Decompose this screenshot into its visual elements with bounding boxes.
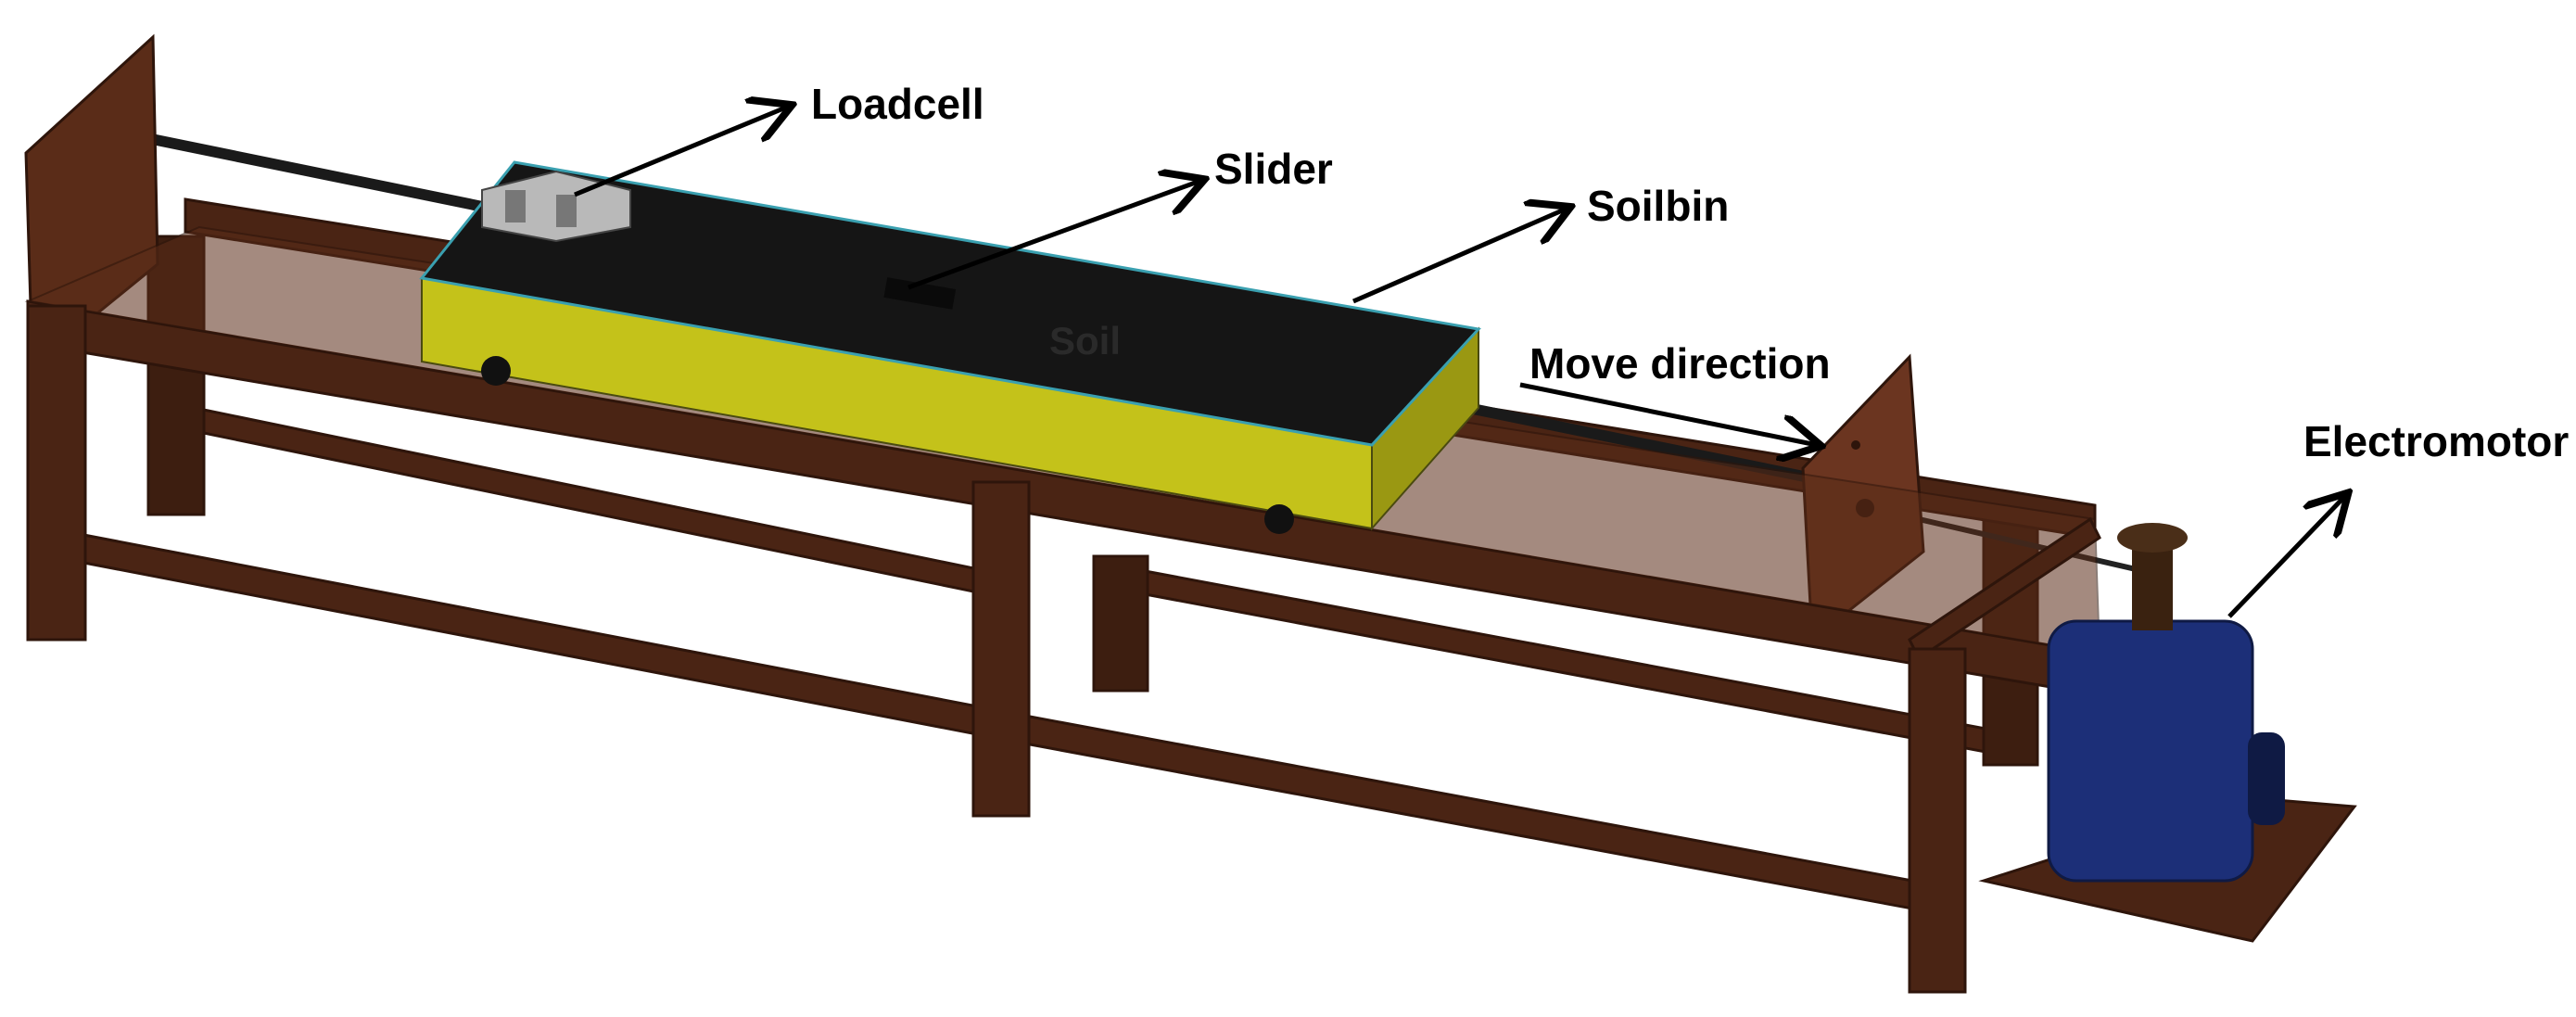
electromotor-arrow	[2227, 496, 2345, 618]
loadcell-arrow	[574, 107, 788, 197]
frame-front-legs	[26, 304, 1967, 994]
soilbin-arrow	[1352, 209, 1567, 304]
frame-lower-rails	[72, 406, 2032, 915]
slider-arrow	[907, 181, 1200, 290]
soilbin-label: Soilbin	[1587, 182, 1729, 230]
electromotor-label: Electromotor	[2303, 417, 2569, 465]
move-direction-arrow	[1519, 382, 1817, 445]
electromotor	[1978, 523, 2357, 943]
slider-label: Slider	[1214, 145, 1333, 193]
motor-shaft-pulley	[2132, 538, 2173, 630]
bolt-hole	[1851, 440, 1860, 450]
slider-block	[883, 277, 957, 310]
bin-wheel-front	[481, 356, 511, 386]
loadcell-label: Loadcell	[811, 80, 984, 128]
annotation-arrows	[574, 107, 2345, 618]
soil-label: Soil	[1049, 319, 1121, 362]
motor-body	[2047, 619, 2254, 883]
bin-wheel-rear	[1264, 504, 1294, 534]
move-direction-label: Move direction	[1529, 339, 1831, 388]
